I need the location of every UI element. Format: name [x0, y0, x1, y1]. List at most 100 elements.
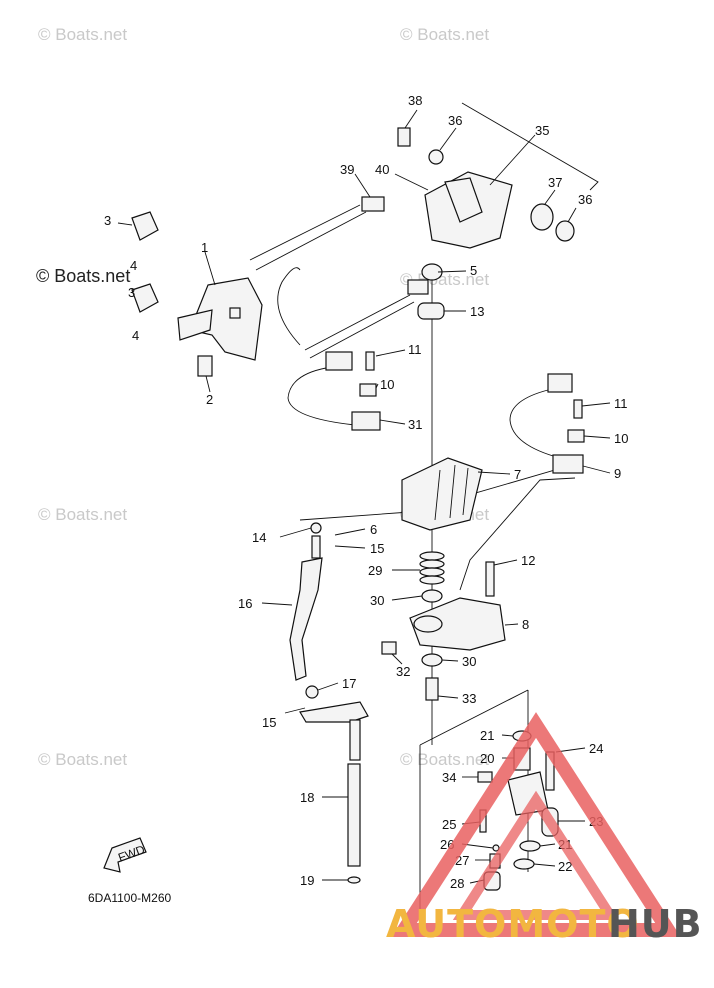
- leader-11: [375, 349, 406, 357]
- callout-13: 13: [470, 304, 484, 319]
- diagram-code: 6DA1100-M260: [88, 891, 171, 905]
- part-ring-19: [347, 876, 361, 884]
- cover-rib: [462, 467, 469, 516]
- callout-11: 11: [408, 342, 422, 357]
- cables: [249, 204, 415, 359]
- callout-5: 5: [470, 263, 477, 278]
- callout-36: 36: [448, 113, 462, 128]
- leader-14: [279, 527, 312, 538]
- callout-8: 8: [522, 617, 529, 632]
- watermark: © Boats.net: [38, 505, 127, 524]
- group-line-top: [419, 689, 529, 746]
- callout-29: 29: [368, 563, 382, 578]
- watermark: © Boats.net: [38, 750, 127, 769]
- callout-15b: 15: [262, 715, 276, 730]
- part-screw-11: [365, 351, 375, 371]
- part-bolt-38: [397, 127, 411, 147]
- leader-36b: [567, 207, 577, 223]
- part-cover-7: [401, 457, 483, 531]
- leader-38: [404, 109, 418, 129]
- leader-8: [504, 623, 519, 626]
- base-bracket: [381, 561, 506, 701]
- group-bracket-35: [461, 102, 599, 191]
- part-bracket-hole: [229, 307, 241, 319]
- leader-6: [334, 528, 366, 536]
- part-plate: [177, 309, 213, 341]
- part-switch-9: [552, 454, 584, 474]
- part-collar-36b: [555, 220, 575, 242]
- callout-24: 24: [589, 741, 603, 756]
- leader-22: [533, 863, 556, 867]
- part-bolt-12: [485, 561, 495, 597]
- callout-10b: 10: [614, 431, 628, 446]
- leader-2: [205, 375, 211, 393]
- connector-line-8-9: [459, 477, 576, 591]
- callout-2: 2: [206, 392, 213, 407]
- part-plate-10b: [567, 429, 585, 443]
- cover-rib: [449, 464, 456, 519]
- fwd-arrow: FWD: [103, 837, 147, 873]
- part-spring-29: [419, 575, 445, 585]
- part-plug-left: [325, 351, 353, 371]
- callout-1: 1: [201, 240, 208, 255]
- callout-6: 6: [370, 522, 377, 537]
- callout-36b: 36: [578, 192, 592, 207]
- callout-3b: 3: [128, 285, 135, 300]
- callout-10: 10: [380, 377, 394, 392]
- callout-18: 18: [300, 790, 314, 805]
- brand-name-part2: HUB: [608, 902, 703, 946]
- part-collar-30b: [421, 653, 443, 667]
- callout-34: 34: [442, 770, 456, 785]
- part-grommet-37: [530, 203, 554, 231]
- neutral-switch-left: [287, 351, 381, 431]
- callout-25: 25: [442, 817, 456, 832]
- part-collar-36: [428, 149, 444, 165]
- leader-30b: [441, 659, 459, 662]
- cable-loop: [277, 267, 301, 346]
- leader-10b: [583, 435, 611, 439]
- callout-20: 20: [480, 751, 494, 766]
- leader-39: [354, 173, 371, 198]
- leader-15: [334, 545, 366, 549]
- callout-12: 12: [521, 553, 535, 568]
- leader-17: [317, 682, 339, 691]
- part-spring-29: [419, 559, 445, 569]
- wire-right: [509, 389, 561, 459]
- cable-upper-b: [255, 211, 367, 271]
- callout-33: 33: [462, 691, 476, 706]
- callout-19: 19: [300, 873, 314, 888]
- brand-logo: AUTOMOTO HUB: [386, 712, 703, 946]
- part-holder-13: [417, 302, 445, 320]
- callout-15: 15: [370, 541, 384, 556]
- brand-triangle-inner-icon: [452, 790, 620, 920]
- callout-39: 39: [340, 162, 354, 177]
- brand-triangle-icon: [391, 712, 681, 937]
- part-screw-11b: [573, 399, 583, 419]
- cable-upper: [249, 204, 361, 261]
- callout-37: 37: [548, 175, 562, 190]
- leader-40: [394, 173, 429, 191]
- leader-15b: [284, 707, 306, 714]
- part-joint-39: [361, 196, 385, 212]
- callout-22: 22: [558, 859, 572, 874]
- wire-left: [287, 367, 356, 426]
- callout-14: 14: [252, 530, 266, 545]
- neutral-switch-right: [509, 373, 585, 474]
- part-shaft-18: [347, 763, 361, 867]
- leader-16: [261, 602, 293, 606]
- callout-16: 16: [238, 596, 252, 611]
- part-arm-upper: [299, 701, 369, 723]
- callout-9: 9: [614, 466, 621, 481]
- callout-35: 35: [535, 123, 549, 138]
- part-pin-33: [425, 677, 439, 701]
- leader-35: [489, 134, 536, 186]
- part-spring-29: [419, 551, 445, 561]
- cable-lower-b: [309, 301, 415, 359]
- shift-rod-assembly: [289, 522, 369, 884]
- part-washer-21b: [519, 840, 541, 852]
- leader-7: [477, 471, 511, 475]
- part-plug-right: [547, 373, 573, 393]
- watermark: © Boats.net: [400, 25, 489, 44]
